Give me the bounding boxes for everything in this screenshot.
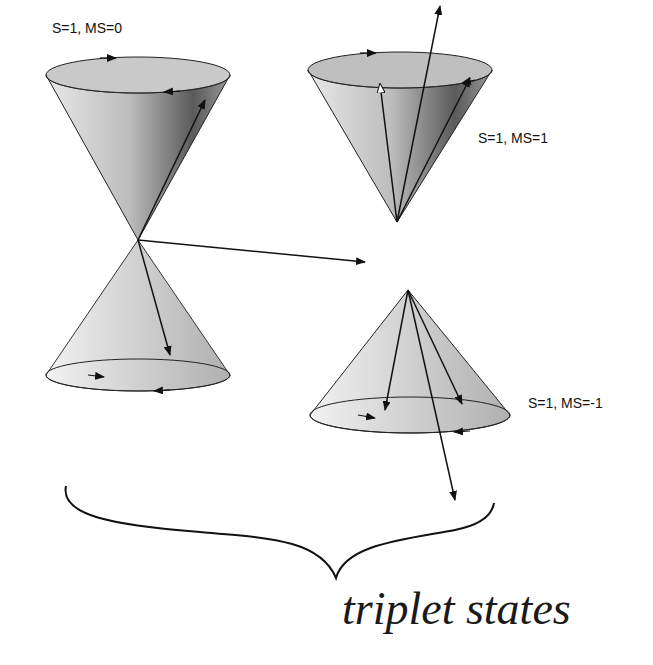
state-label: S=1, MS=-1 bbox=[528, 395, 603, 411]
brace bbox=[66, 486, 494, 578]
cone-ms1 bbox=[308, 6, 492, 222]
cone-ms0 bbox=[46, 57, 365, 391]
cone-ms-1 bbox=[310, 290, 510, 500]
handwritten-note: triplet states bbox=[342, 582, 571, 635]
state-label: S=1, MS=0 bbox=[52, 20, 122, 36]
state-label: S=1, MS=1 bbox=[478, 130, 548, 146]
